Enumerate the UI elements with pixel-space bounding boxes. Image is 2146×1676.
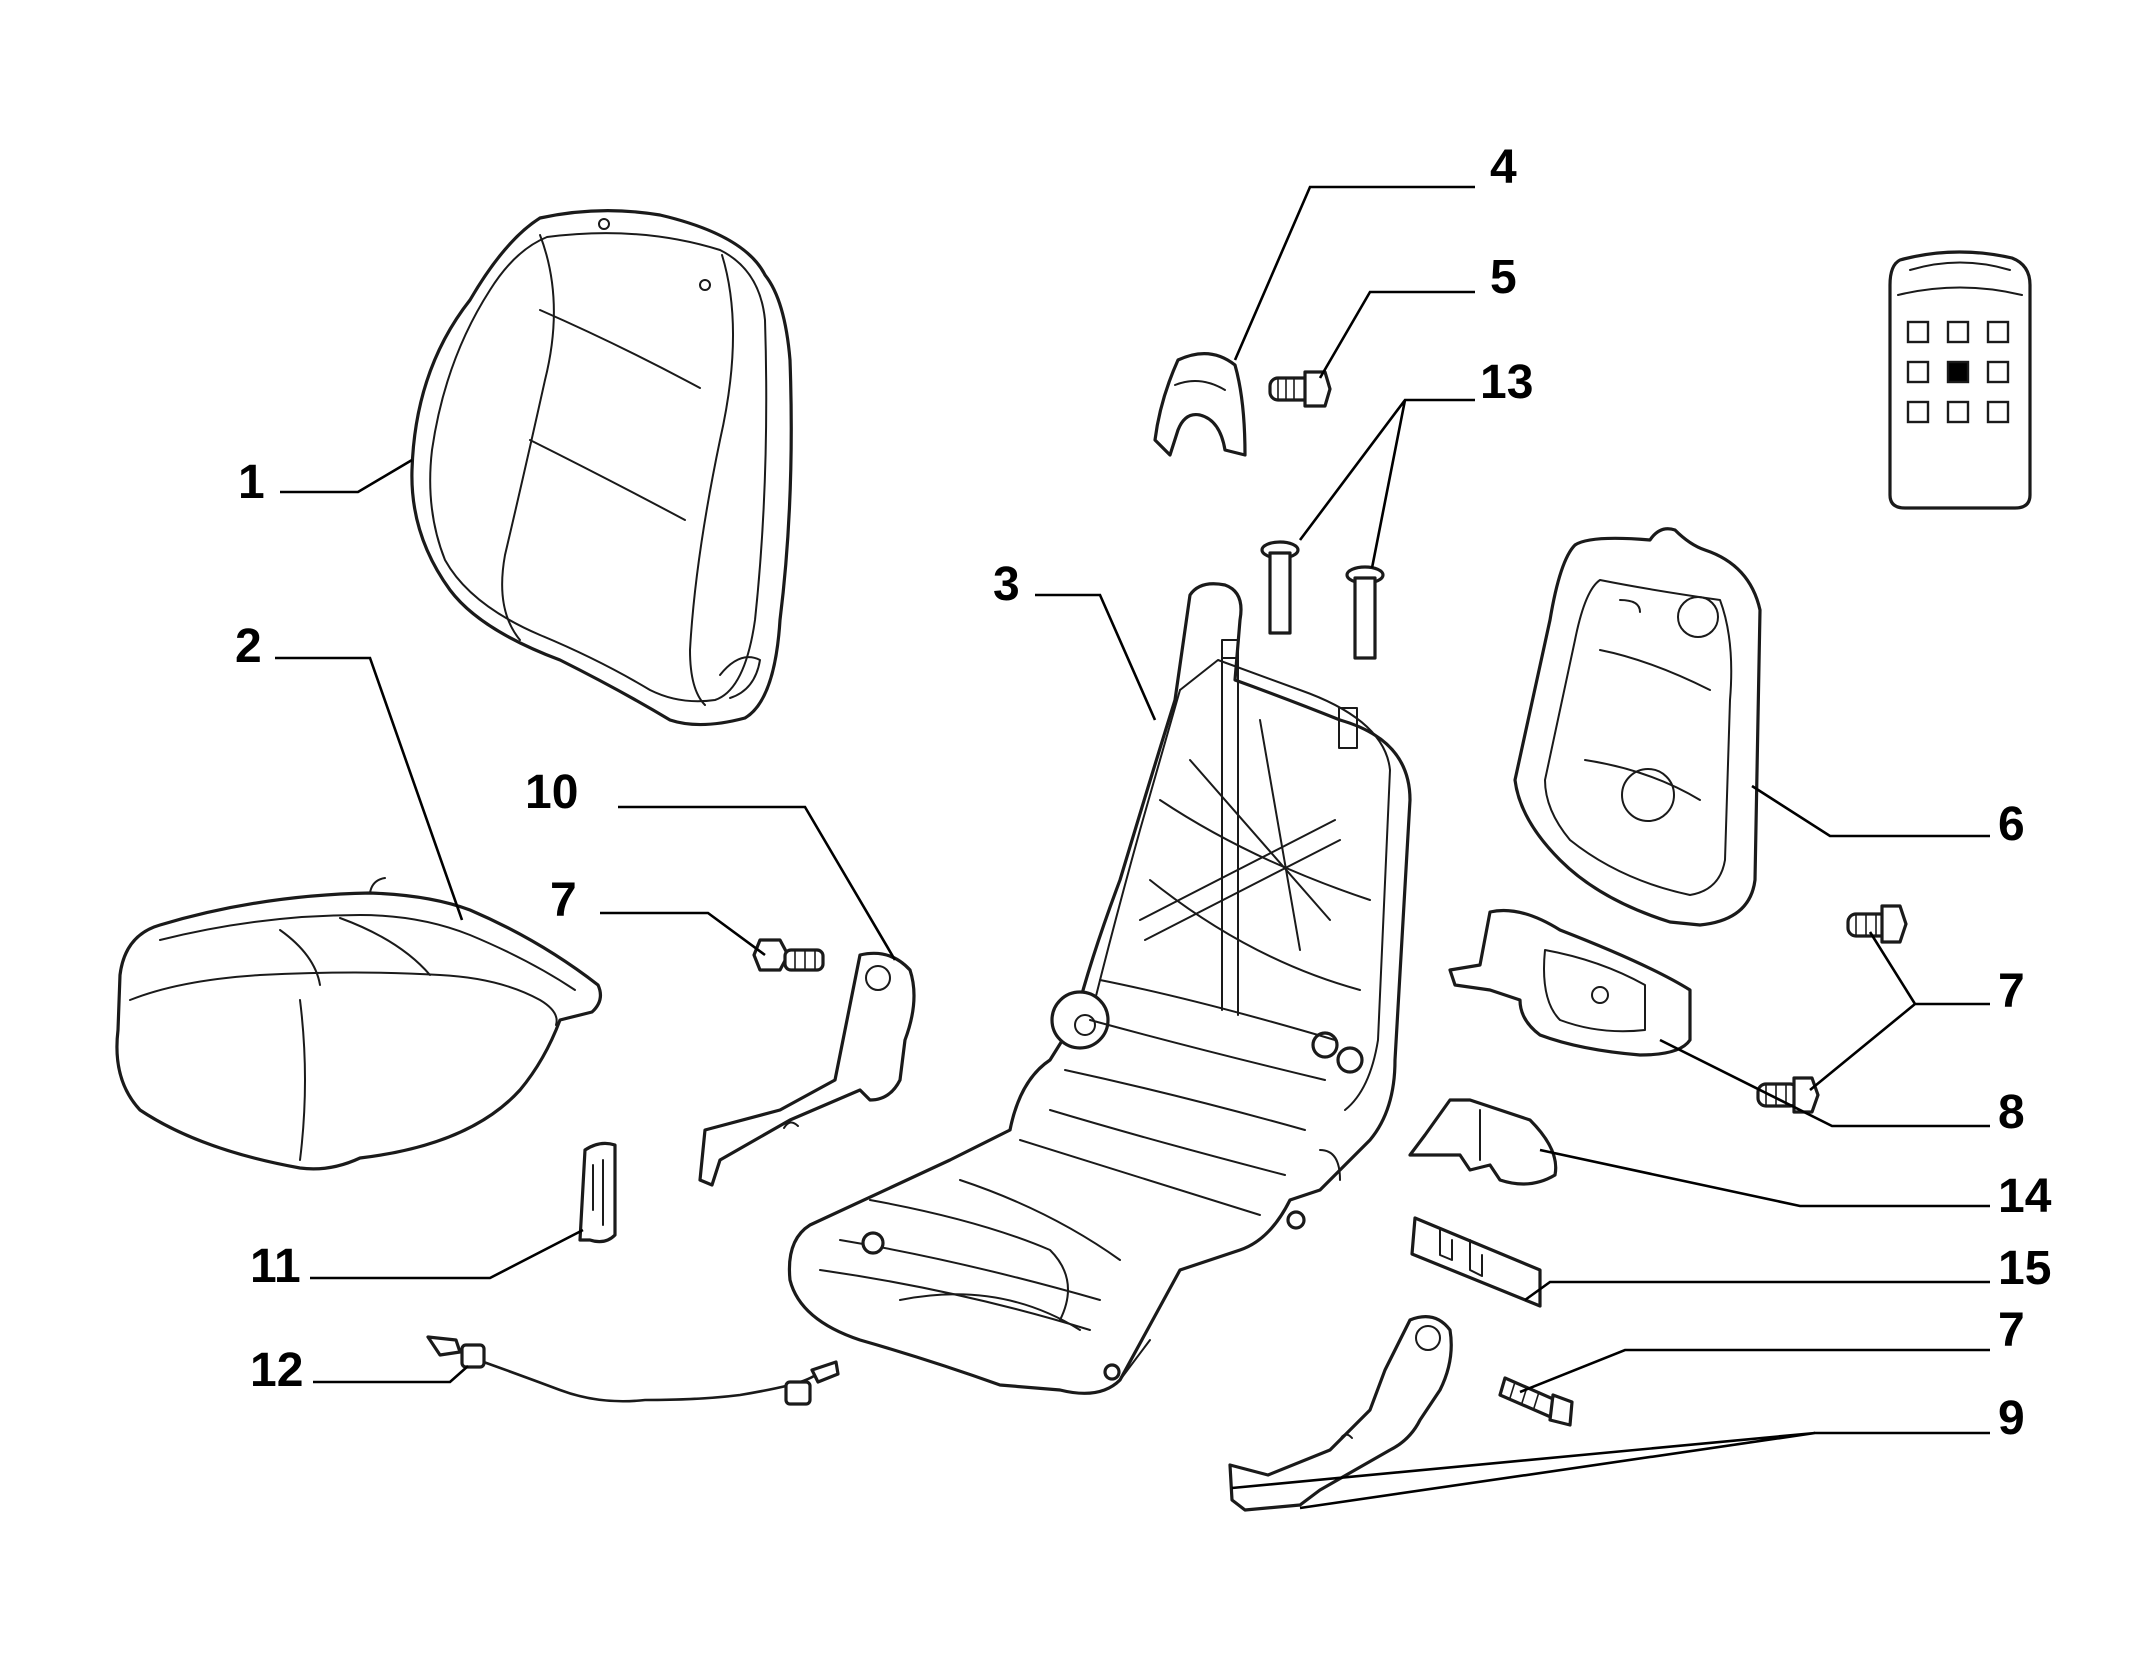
bolt-7-left — [752, 938, 825, 972]
pins-13 — [1260, 540, 1385, 660]
backrest-cushion — [410, 209, 793, 727]
callout-15: 15 — [1998, 1242, 2051, 1295]
callout-13: 13 — [1480, 356, 1533, 409]
cable-harness-12 — [426, 1335, 840, 1406]
side-trim-9 — [1228, 1315, 1453, 1512]
position-key-cell — [1946, 320, 1970, 344]
position-key-cell — [1946, 400, 1970, 424]
callout-labels: 1 2 3 4 5 13 6 7 7 7 8 9 10 11 12 14 15 — [235, 141, 2052, 1445]
callout-12: 12 — [250, 1344, 303, 1397]
callout-7-left: 7 — [550, 874, 577, 927]
callout-5: 5 — [1490, 251, 1517, 304]
clip-15 — [1410, 1216, 1542, 1308]
position-key-cell — [1906, 320, 1930, 344]
bolt-7-lower — [1498, 1376, 1574, 1427]
callout-10: 10 — [525, 766, 578, 819]
rear-panel — [1513, 527, 1762, 927]
callout-4: 4 — [1490, 141, 1517, 194]
position-key-cell — [1986, 400, 2010, 424]
callout-3: 3 — [993, 558, 1020, 611]
seat-frame — [787, 582, 1412, 1395]
position-key-cell — [1906, 360, 1930, 384]
position-key-cell-selected — [1946, 360, 1970, 384]
callout-14: 14 — [1998, 1170, 2052, 1223]
callout-11: 11 — [250, 1240, 301, 1293]
hinge-cover — [1153, 352, 1247, 457]
bracket-plate — [1408, 1098, 1558, 1186]
handle-bracket — [1448, 908, 1692, 1057]
seat-cushion — [115, 877, 603, 1171]
leader-lines — [275, 185, 1990, 1510]
bolt-7-right-top — [1846, 904, 1908, 944]
position-key-cell — [1906, 400, 1930, 424]
callout-8: 8 — [1998, 1086, 2025, 1139]
position-key-cell — [1986, 320, 2010, 344]
callout-6: 6 — [1998, 798, 2025, 851]
position-key-grid — [1906, 320, 2010, 424]
callout-7-lower: 7 — [1998, 1304, 2025, 1357]
side-trim-10 — [698, 951, 916, 1187]
bolt-5 — [1268, 370, 1332, 408]
small-bracket-11 — [578, 1141, 617, 1244]
seat-position-key — [1888, 250, 2032, 510]
callout-2: 2 — [235, 620, 262, 673]
position-key-cell — [1986, 360, 2010, 384]
callout-7-upper: 7 — [1998, 965, 2025, 1018]
bolt-7-right-mid — [1756, 1076, 1820, 1114]
callout-9: 9 — [1998, 1392, 2025, 1445]
callout-1: 1 — [238, 456, 265, 509]
